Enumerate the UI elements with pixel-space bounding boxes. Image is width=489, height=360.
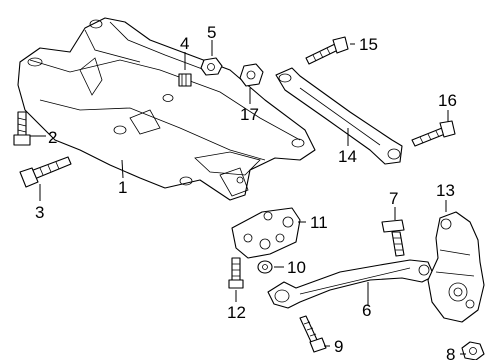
callout-11: 11 bbox=[310, 213, 328, 232]
bracket-11 bbox=[231, 207, 301, 259]
callout-4: 4 bbox=[180, 34, 189, 53]
bolt-3 bbox=[19, 156, 72, 188]
callout-12: 12 bbox=[227, 303, 246, 322]
callout-1: 1 bbox=[118, 178, 127, 197]
callout-7: 7 bbox=[389, 189, 398, 208]
callout-10: 10 bbox=[287, 258, 306, 277]
nut-10 bbox=[257, 260, 273, 274]
bolt-9 bbox=[299, 315, 327, 353]
callout-8: 8 bbox=[446, 345, 455, 360]
control-arm-14 bbox=[275, 67, 403, 165]
adjuster-bolt-7 bbox=[381, 219, 405, 257]
crossmember-subframe bbox=[17, 17, 316, 201]
nut-5 bbox=[200, 57, 223, 76]
callout-3: 3 bbox=[35, 203, 44, 222]
bolt-15 bbox=[305, 36, 349, 65]
callout-16: 16 bbox=[438, 91, 457, 110]
nut-17 bbox=[239, 63, 264, 87]
callout-labels: 1 2 3 4 5 6 7 8 9 10 11 12 13 14 15 16 1… bbox=[35, 23, 457, 360]
callout-9: 9 bbox=[334, 337, 343, 356]
callout-2: 2 bbox=[48, 128, 57, 147]
bolt-2 bbox=[13, 111, 31, 146]
knuckle-13 bbox=[427, 211, 485, 323]
callout-6: 6 bbox=[362, 301, 371, 320]
callout-15: 15 bbox=[359, 35, 378, 54]
callout-5: 5 bbox=[207, 23, 216, 42]
callout-13: 13 bbox=[436, 181, 455, 200]
leader-lines bbox=[30, 40, 466, 355]
clip-4 bbox=[178, 73, 192, 87]
callout-14: 14 bbox=[338, 147, 357, 166]
bolt-16 bbox=[411, 120, 456, 147]
callout-17: 17 bbox=[240, 105, 259, 124]
nut-8 bbox=[461, 341, 485, 360]
bolt-12 bbox=[228, 257, 244, 289]
